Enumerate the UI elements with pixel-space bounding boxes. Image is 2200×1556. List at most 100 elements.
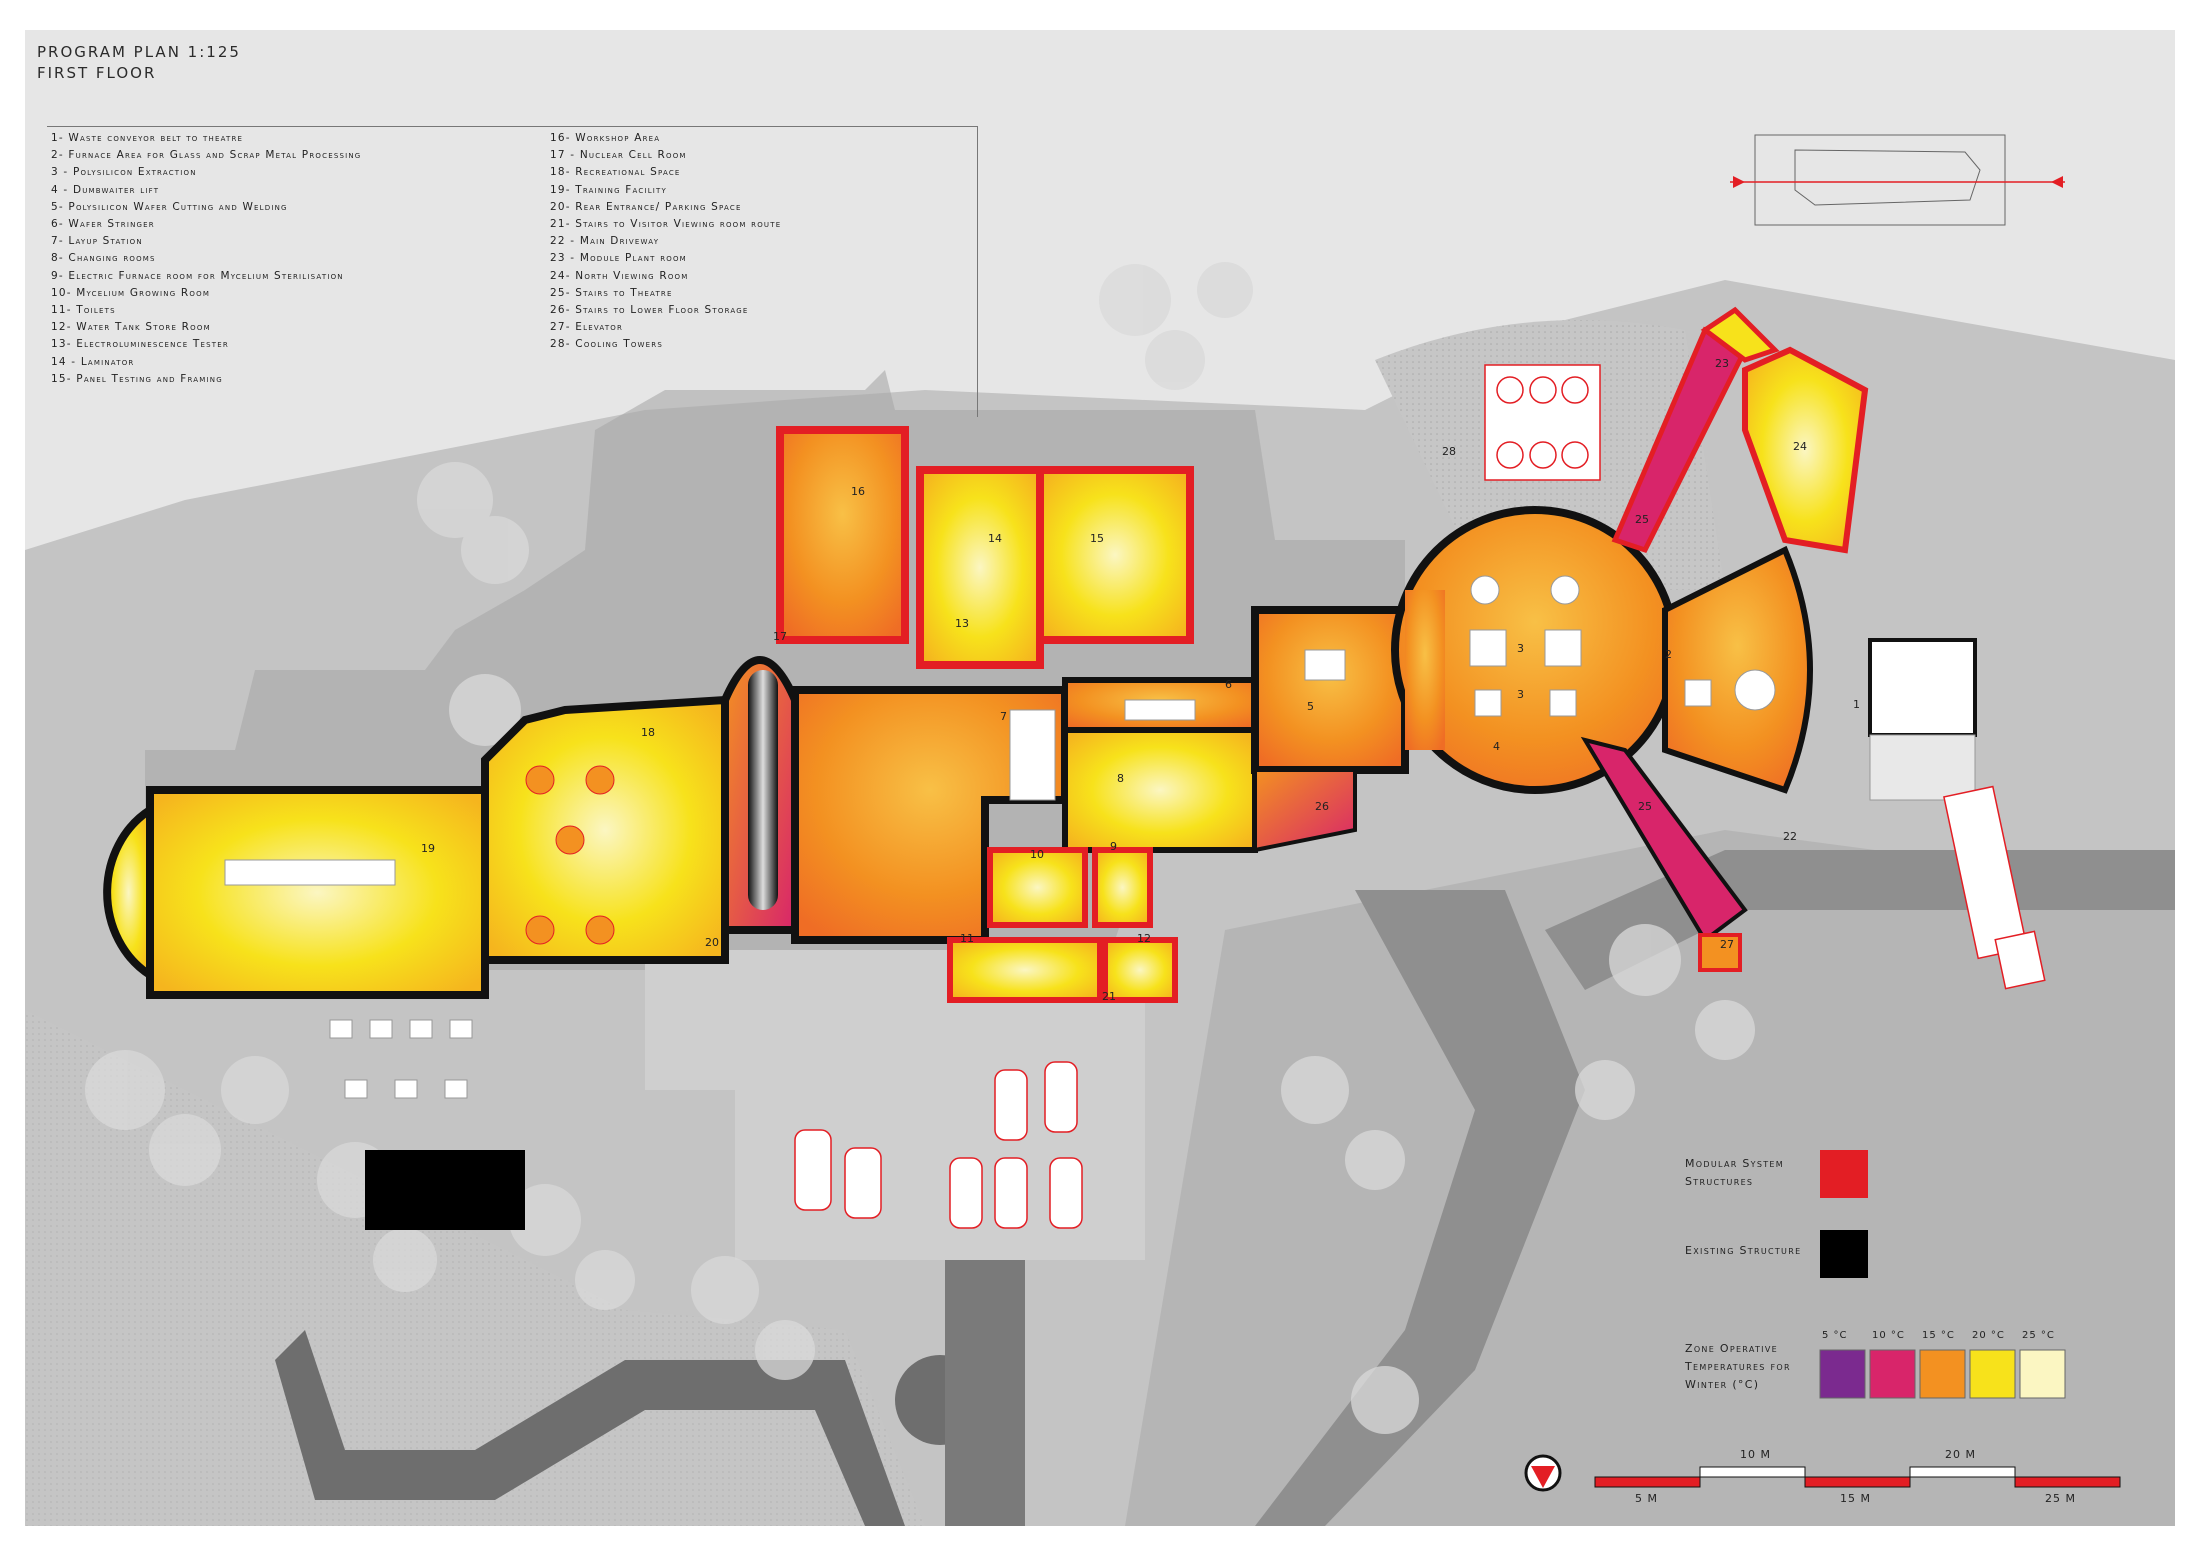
room-number-label: 4 (1493, 740, 1500, 753)
building (103, 306, 1869, 1003)
legend-frame (47, 126, 978, 417)
legend-item: 9- Electric Furnace room for Mycelium St… (51, 269, 344, 282)
room-number-label: 2 (1665, 648, 1672, 661)
room-number-label: 25 (1638, 800, 1652, 813)
legend-item: 25- Stairs to Theatre (550, 286, 673, 299)
room-number-label: 15 (1090, 532, 1104, 545)
existing-slab (365, 1150, 525, 1230)
room-number-label: 18 (641, 726, 655, 739)
key-zone-label: Zone Operative Temperatures for Winter (… (1685, 1340, 1791, 1394)
room-number-label: 25 (1635, 513, 1649, 526)
conveyor-structure (1868, 638, 1977, 801)
room-number-label: 28 (1442, 445, 1456, 458)
scale-label-15m: 15 M (1840, 1492, 1871, 1505)
temperature-label: 5 °C (1822, 1330, 1848, 1341)
legend-item: 28- Cooling Towers (550, 338, 663, 351)
legend-item: 23 - Module Plant room (550, 252, 687, 265)
truck (1943, 785, 2046, 990)
key-zone-line2: Temperatures for (1685, 1360, 1791, 1373)
temperature-label: 20 °C (1972, 1330, 2005, 1341)
temperature-swatch (1969, 1349, 2016, 1399)
room-number-label: 9 (1110, 840, 1117, 853)
legend-item: 12- Water Tank Store Room (51, 321, 211, 334)
legend-item: 2- Furnace Area for Glass and Scrap Meta… (51, 149, 362, 162)
room-number-label: 22 (1783, 830, 1797, 843)
legend-item: 17 - Nuclear Cell Room (550, 149, 687, 162)
legend-item: 8- Changing rooms (51, 252, 156, 265)
scale-label-25m: 25 M (2045, 1492, 2076, 1505)
room-number-label: 5 (1307, 700, 1314, 713)
plan-title-line1: PROGRAM PLAN 1:125 (37, 43, 241, 61)
plan-title-line2: FIRST FLOOR (37, 64, 157, 82)
room-number-label: 23 (1715, 357, 1729, 370)
legend-item: 26- Stairs to Lower Floor Storage (550, 304, 749, 317)
room-number-label: 6 (1225, 678, 1232, 691)
legend-item: 4 - Dumbwaiter lift (51, 183, 160, 196)
key-modular-line2: Structures (1685, 1175, 1754, 1188)
room-number-label: 21 (1102, 990, 1116, 1003)
scale-bar (1594, 1466, 2121, 1488)
temperature-swatch (1869, 1349, 1916, 1399)
legend-item: 13- Electroluminescence Tester (51, 338, 229, 351)
temperature-swatch (1919, 1349, 1966, 1399)
legend-item: 7- Layup Station (51, 235, 143, 248)
modular-swatch (1820, 1150, 1868, 1198)
room-number-label: 3 (1517, 688, 1524, 701)
room-number-label: 12 (1137, 932, 1151, 945)
key-zone-line1: Zone Operative (1685, 1342, 1778, 1355)
legend-list-left: 1- Waste conveyor belt to theatre 2- Furn… (51, 130, 361, 388)
legend-item: 18- Recreational Space (550, 166, 681, 179)
temperature-swatch (1819, 1349, 1866, 1399)
room-number-label: 26 (1315, 800, 1329, 813)
room-number-label: 10 (1030, 848, 1044, 861)
legend-item: 19- Training Facility (550, 183, 668, 196)
key-modular-label: Modular System Structures (1685, 1155, 1784, 1191)
plan-title: PROGRAM PLAN 1:125 FIRST FLOOR (37, 42, 241, 84)
site-plan (25, 134, 2175, 1526)
drawing-sheet: PROGRAM PLAN 1:125 FIRST FLOOR 1- Waste … (25, 30, 2175, 1526)
room-number-label: 3 (1517, 642, 1524, 655)
room-number-label: 16 (851, 485, 865, 498)
legend-item: 10- Mycelium Growing Room (51, 286, 211, 299)
cooling-towers (1484, 364, 1601, 481)
room-number-label: 7 (1000, 710, 1007, 723)
key-zone-line3: Winter (°C) (1685, 1378, 1760, 1391)
room-number-label: 24 (1793, 440, 1807, 453)
legend-item: 14 - Laminator (51, 355, 135, 368)
room-number-label: 27 (1720, 938, 1734, 951)
temperature-swatch (2019, 1349, 2066, 1399)
key-modular-line1: Modular System (1685, 1157, 1784, 1170)
legend-item: 1- Waste conveyor belt to theatre (51, 132, 244, 144)
scale-label-20m: 20 M (1945, 1448, 1976, 1461)
legend-item: 6- Wafer Stringer (51, 218, 155, 231)
legend-item: 16- Workshop Area (550, 132, 661, 144)
legend-item: 24- North Viewing Room (550, 269, 689, 282)
temperature-label: 10 °C (1872, 1330, 1905, 1341)
scale-label-10m: 10 M (1740, 1448, 1771, 1461)
temperature-label: 15 °C (1922, 1330, 1955, 1341)
key-existing-label: Existing Structure (1685, 1244, 1802, 1257)
room-number-label: 17 (773, 630, 787, 643)
room-number-label: 19 (421, 842, 435, 855)
room-number-label: 1 (1853, 698, 1860, 711)
temperature-label: 25 °C (2022, 1330, 2055, 1341)
legend-item: 5- Polysilicon Wafer Cutting and Welding (51, 200, 288, 213)
scale-label-5m: 5 M (1635, 1492, 1658, 1505)
room-number-label: 14 (988, 532, 1002, 545)
legend-item: 22 - Main Driveway (550, 235, 660, 248)
legend-item: 3 - Polysilicon Extraction (51, 166, 197, 179)
legend-item: 15- Panel Testing and Framing (51, 372, 223, 385)
room-number-label: 13 (955, 617, 969, 630)
legend-item: 11- Toilets (51, 304, 116, 317)
legend-item: 21- Stairs to Visitor Viewing room route (550, 218, 782, 231)
north-arrow (1524, 1454, 1562, 1492)
room-number-label: 11 (960, 932, 974, 945)
temperature-swatches (1819, 1349, 2066, 1399)
room-number-label: 20 (705, 936, 719, 949)
bollards (329, 1019, 473, 1099)
legend-item: 20- Rear Entrance/ Parking Space (550, 200, 742, 213)
room-number-label: 8 (1117, 772, 1124, 785)
legend-item: 27- Elevator (550, 321, 624, 334)
cars (794, 1061, 1083, 1229)
legend-list-right: 16- Workshop Area 17 - Nuclear Cell Room 1… (550, 130, 781, 354)
